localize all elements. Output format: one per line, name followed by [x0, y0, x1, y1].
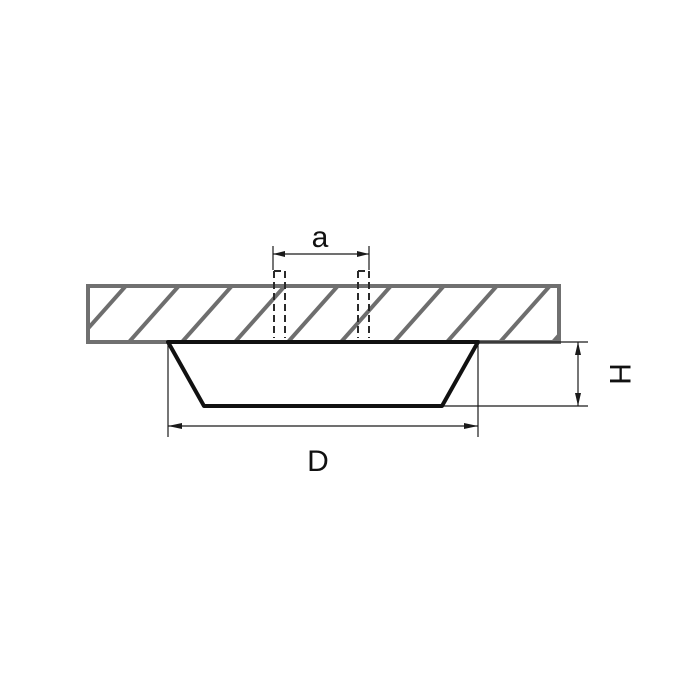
dimension-h-label: H: [603, 363, 636, 385]
dimension-a-label: a: [312, 221, 329, 254]
dimension-a: [272, 246, 370, 270]
dimension-h: [444, 341, 588, 407]
dimension-h-arrow-bottom: [575, 393, 581, 406]
dimension-d: [167, 344, 479, 437]
ceiling-hatch: [88, 286, 559, 342]
mounting-screws-hidden: [273, 270, 370, 338]
dimension-h-arrow-top: [575, 342, 581, 355]
dimension-d-arrow-left: [168, 423, 182, 429]
dimension-a-arrow-left: [273, 251, 285, 257]
dimension-d-label: D: [307, 445, 329, 478]
screw-left: [273, 270, 286, 338]
dimension-a-arrow-right: [357, 251, 369, 257]
dimension-d-arrow-right: [464, 423, 478, 429]
screw-right: [357, 270, 370, 338]
fixture-body: [166, 340, 480, 408]
